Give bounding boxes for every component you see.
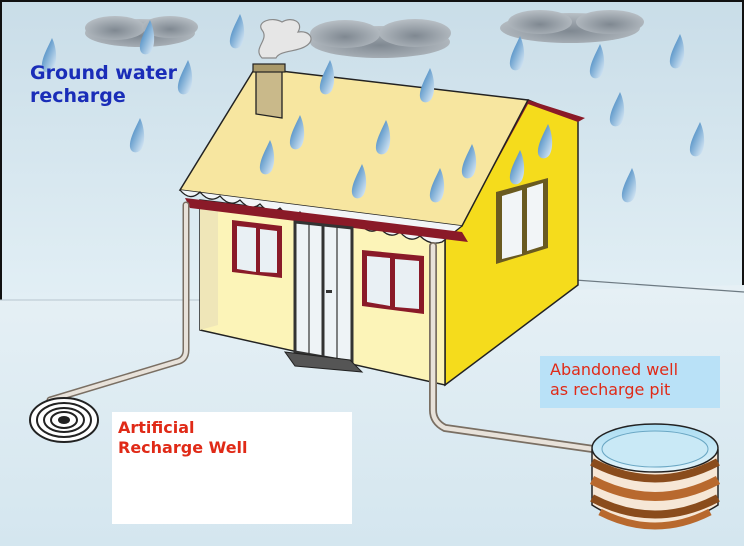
door-step bbox=[283, 351, 364, 373]
brick-well-icon bbox=[589, 423, 721, 530]
ground-horizon-line bbox=[574, 279, 744, 293]
house-front-shade bbox=[200, 200, 218, 330]
abandoned-well-label: Abandoned well as recharge pit bbox=[540, 356, 720, 408]
downpipe-left-highlight bbox=[48, 203, 188, 402]
artificial-recharge-well-label: Artificial Recharge Well bbox=[118, 418, 248, 457]
side-window bbox=[496, 178, 548, 264]
chimney bbox=[255, 69, 283, 119]
cloud-icon bbox=[310, 19, 451, 58]
front-window-left bbox=[232, 220, 282, 278]
title-line-1: Ground water bbox=[30, 62, 177, 84]
gutter bbox=[185, 198, 468, 242]
chimney-cap bbox=[252, 63, 286, 73]
artificial-well-line-2: Recharge Well bbox=[118, 437, 248, 457]
downpipe-right-highlight bbox=[430, 243, 603, 453]
cloud-icon bbox=[85, 16, 198, 47]
abandoned-well-line-2: as recharge pit bbox=[550, 380, 671, 399]
abandoned-well-callout-box bbox=[540, 356, 720, 408]
cloud-icon bbox=[500, 10, 644, 43]
title-line-2: recharge bbox=[30, 85, 126, 108]
artificial-well-label-panel bbox=[112, 412, 352, 524]
artificial-well-line-1: Artificial bbox=[118, 418, 195, 437]
diagram-title: Ground water recharge bbox=[30, 62, 177, 108]
spiral-well-icon bbox=[29, 397, 99, 443]
front-door bbox=[293, 220, 354, 364]
smoke-icon bbox=[258, 18, 312, 59]
front-window-right bbox=[362, 250, 424, 314]
abandoned-well-line-1: Abandoned well bbox=[550, 360, 679, 379]
